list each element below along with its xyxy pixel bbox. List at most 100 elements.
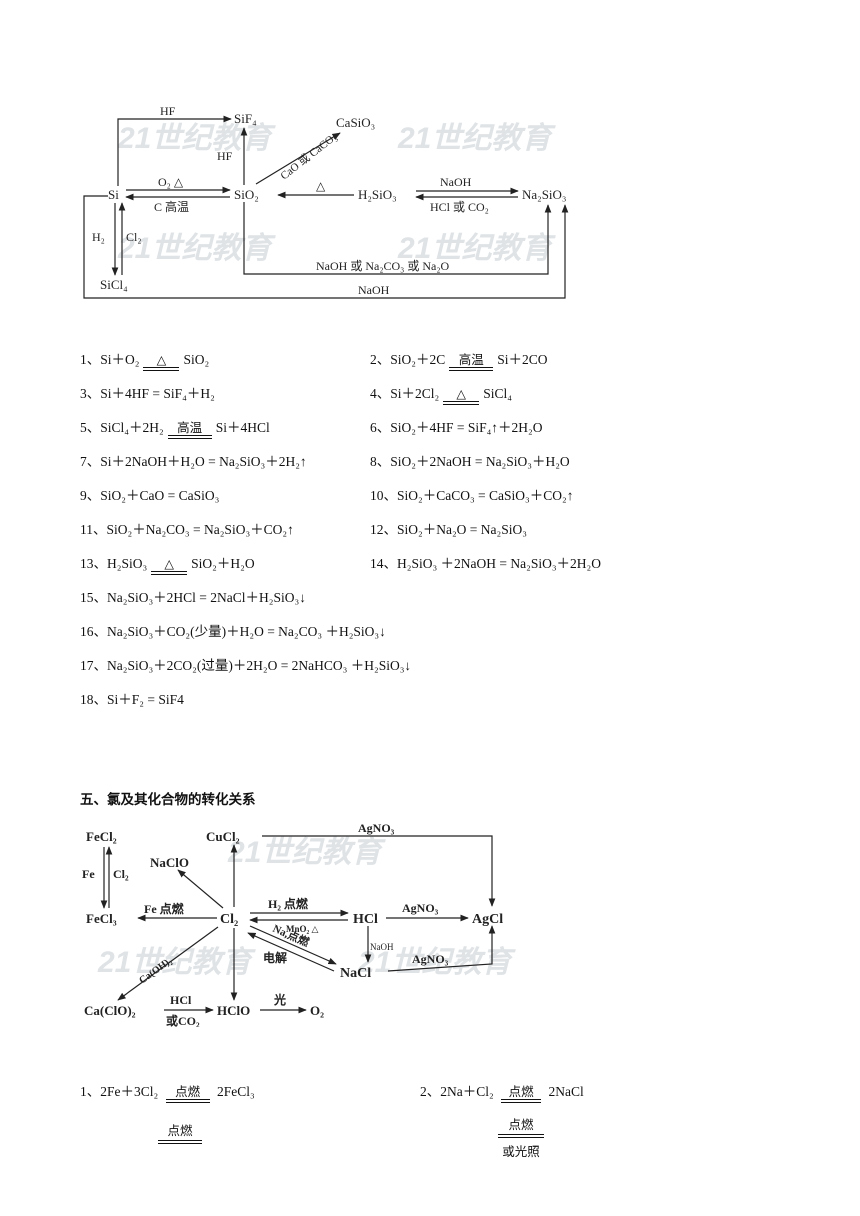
svg-text:21世纪教育: 21世纪教育: [397, 121, 556, 155]
label-fe-burn: Fe 点燃: [144, 901, 185, 916]
label-mno2: MnO₂ △: [286, 924, 318, 934]
label-naoh: NaOH: [370, 942, 394, 952]
equation-number: 15、: [80, 590, 107, 605]
equation-right: SiO₂＋H₂O: [191, 556, 255, 571]
node-hclo: HClO: [217, 1003, 250, 1018]
chlorine-equation-1: 1、2Fe＋3Cl₂ 点燃 2FeCl₃: [80, 1080, 255, 1103]
node-caclo2: Ca(ClO)₂: [84, 1003, 136, 1018]
node-nacl: NaCl: [340, 966, 371, 981]
node-fecl2: FeCl₂: [86, 829, 117, 844]
node-na2sio3: Na₂SiO₃: [522, 187, 566, 202]
section-heading: 五、氯及其化合物的转化关系: [80, 792, 256, 807]
equation-left: SiO₂＋Na₂CO₃ = Na₂SiO₃＋CO₂↑: [106, 522, 294, 537]
svg-text:21世纪教育: 21世纪教育: [397, 231, 556, 265]
reaction-condition: 高温: [449, 353, 494, 371]
node-sif4: SiF₄: [234, 111, 257, 126]
equation-number: 4、: [370, 386, 391, 401]
equation-right: Si＋2CO: [497, 352, 548, 367]
equation-left: SiO₂＋Na₂O = Na₂SiO₃: [397, 522, 527, 537]
equation-left: H₂SiO₃: [107, 556, 148, 571]
equation-right: SiO₂: [183, 352, 210, 367]
equation-number: 18、: [80, 692, 107, 707]
label-co2: 或CO₂: [166, 1013, 200, 1027]
equation-left: Na₂SiO₃＋2HCl = 2NaCl＋H₂SiO₃↓: [107, 590, 306, 605]
svg-text:21世纪教育: 21世纪教育: [227, 835, 386, 869]
label-nacl-agcl: AgNO₃: [412, 952, 449, 966]
label-si-sio2: O₂ △: [158, 175, 184, 189]
node-o2: O₂: [310, 1003, 324, 1018]
equation-left: SiCl₄＋2H₂: [100, 420, 164, 435]
equation-number: 14、: [370, 556, 397, 571]
silicon-equation: 4、Si＋2Cl₂△SiCl₄: [370, 382, 512, 405]
node-si: Si: [108, 187, 119, 202]
equation-left: Si＋2Cl₂: [390, 386, 440, 401]
silicon-equation: 6、SiO₂＋4HF = SiF₄↑＋2H₂O: [370, 416, 543, 436]
label-fe: Fe: [82, 867, 95, 881]
label-sio2-na2sio3: NaOH 或 Na₂CO₃ 或 Na₂O: [316, 259, 450, 273]
silicon-equation: 16、Na₂SiO₃＋CO₂(少量)＋H₂O = Na₂CO₃ ＋H₂SiO₃↓: [80, 620, 386, 640]
equation-number: 2、: [370, 352, 391, 367]
label-cl2: Cl₂: [113, 867, 129, 881]
equation-left: SiO₂＋4HF = SiF₄↑＋2H₂O: [390, 420, 543, 435]
reaction-condition: △: [143, 353, 180, 371]
equation-number: 12、: [370, 522, 397, 537]
label-cucl2-agcl: AgNO₃: [358, 821, 395, 835]
label-electrolysis: 电解: [263, 950, 287, 965]
extra-condition-right: 点燃 或光照: [498, 1114, 544, 1160]
equation-number: 3、: [80, 386, 101, 401]
equation-left: H₂SiO₃ ＋2NaOH = Na₂SiO₃＋2H₂O: [397, 556, 602, 571]
silicon-equation: 10、SiO₂＋CaCO₃ = CaSiO₃＋CO₂↑: [370, 484, 573, 504]
node-cucl2: CuCl₂: [206, 829, 240, 844]
silicon-equation: 8、SiO₂＋2NaOH = Na₂SiO₃＋H₂O: [370, 450, 570, 470]
node-agcl: AgCl: [472, 912, 503, 927]
node-sio2: SiO₂: [234, 187, 259, 202]
label-sio2-si: C 高温: [154, 199, 189, 214]
equation-left: SiO₂＋CaO = CaSiO₃: [100, 488, 220, 503]
equation-left: SiO₂＋2C: [390, 352, 446, 367]
label-light: 光: [273, 992, 286, 1007]
svg-text:21世纪教育: 21世纪教育: [357, 945, 516, 979]
node-h2sio3: H₂SiO₃: [358, 187, 397, 202]
label-sio2-casio3: CaO 或 CaCO₃: [278, 130, 340, 182]
node-hcl: HCl: [353, 912, 378, 927]
silicon-equation: 12、SiO₂＋Na₂O = Na₂SiO₃: [370, 518, 527, 538]
silicon-equation: 17、Na₂SiO₃＋2CO₂(过量)＋2H₂O = 2NaHCO₃ ＋H₂Si…: [80, 654, 411, 674]
reaction-condition: △: [151, 557, 188, 575]
label-sicl4-si: Cl₂: [126, 230, 142, 244]
silicon-equation: 11、SiO₂＋Na₂CO₃ = Na₂SiO₃＋CO₂↑: [80, 518, 294, 538]
equation-right: SiCl₄: [483, 386, 512, 401]
chlorine-conversion-diagram: 21世纪教育 21世纪教育 21世纪教育 FeCl₂ FeCl₃ CuCl₂ N…: [82, 821, 516, 1027]
svg-text:21世纪教育: 21世纪教育: [117, 121, 276, 155]
equation-number: 5、: [80, 420, 101, 435]
equation-left: Si＋O₂: [100, 352, 140, 367]
equation-left: Si＋F₂ = SiF4: [107, 692, 184, 707]
node-fecl3: FeCl₃: [86, 911, 117, 926]
silicon-equation: 3、Si＋4HF = SiF₄＋H₂: [80, 382, 215, 402]
equation-number: 11、: [80, 522, 107, 537]
equation-number: 9、: [80, 488, 101, 503]
equation-right: Si＋4HCl: [215, 420, 270, 435]
equation-number: 7、: [80, 454, 101, 469]
label-h2sio3-sio2: △: [316, 179, 326, 193]
reaction-condition: △: [443, 387, 480, 405]
silicon-conversion-diagram: 21世纪教育 21世纪教育 21世纪教育 21世纪教育 Si SiF₄ SiO₂…: [83, 104, 569, 299]
extra-condition-left: 点燃: [158, 1120, 202, 1144]
reaction-condition: 高温: [167, 421, 212, 439]
silicon-equation: 14、H₂SiO₃ ＋2NaOH = Na₂SiO₃＋2H₂O: [370, 552, 601, 572]
watermark: 21世纪教育 21世纪教育 21世纪教育 21世纪教育: [117, 121, 556, 265]
equation-number: 10、: [370, 488, 397, 503]
silicon-equation: 9、SiO₂＋CaO = CaSiO₃: [80, 484, 219, 504]
node-naclo: NaClO: [150, 855, 189, 870]
label-si-na2sio3: NaOH: [358, 283, 390, 297]
equation-left: Si＋2NaOH＋H₂O = Na₂SiO₃＋2H₂↑: [100, 454, 307, 469]
label-h2-burn: H₂ 点燃: [268, 896, 309, 911]
label-hcl-agcl: AgNO₃: [402, 901, 439, 915]
silicon-equation: 18、Si＋F₂ = SiF4: [80, 688, 184, 708]
silicon-equation: 15、Na₂SiO₃＋2HCl = 2NaCl＋H₂SiO₃↓: [80, 586, 306, 606]
label-na2sio3-h2sio3: HCl 或 CO₂: [430, 200, 489, 214]
label-si-sicl4: H₂: [92, 230, 105, 244]
equation-number: 6、: [370, 420, 391, 435]
equation-left: Na₂SiO₃＋CO₂(少量)＋H₂O = Na₂CO₃ ＋H₂SiO₃↓: [107, 624, 386, 639]
